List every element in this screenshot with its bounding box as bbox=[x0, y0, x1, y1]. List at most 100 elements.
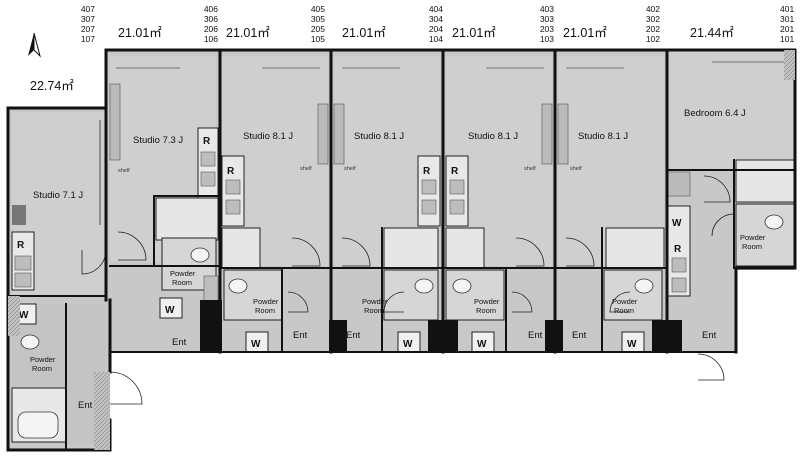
washer-symbol: W bbox=[251, 339, 261, 350]
unit-number: 104 bbox=[429, 34, 443, 44]
sink-icon bbox=[225, 199, 241, 215]
powder-room-label: Powder bbox=[253, 297, 279, 306]
shelf-label: shelf bbox=[118, 168, 130, 174]
column bbox=[784, 50, 795, 80]
column bbox=[329, 320, 347, 352]
entrance-label: Ent bbox=[78, 400, 93, 411]
stove-icon bbox=[225, 179, 241, 195]
entry-door-swing bbox=[697, 353, 725, 381]
bathroom bbox=[735, 159, 796, 203]
sink-icon bbox=[200, 171, 216, 187]
entrance-label: Ent bbox=[172, 337, 187, 348]
unit-number: 305 bbox=[311, 14, 325, 24]
shelf bbox=[317, 103, 329, 165]
stove-icon bbox=[449, 179, 465, 195]
unit-number: 307 bbox=[81, 14, 95, 24]
unit-number: 205 bbox=[311, 24, 325, 34]
powder-room-label: Room bbox=[255, 306, 275, 315]
stove-icon bbox=[200, 151, 216, 167]
powder-room-label: Powder bbox=[30, 355, 56, 364]
toilet-icon bbox=[634, 278, 654, 294]
shelf-label: shelf bbox=[524, 166, 536, 172]
unit-102: Powder Room shelf Studio 8.1 J W Ent bbox=[557, 56, 665, 353]
shelf-label: shelf bbox=[344, 166, 356, 172]
area-label-101: 21.44㎡ bbox=[690, 26, 734, 40]
door-swing bbox=[515, 237, 545, 267]
unit-number: 402 bbox=[646, 4, 660, 14]
door-swing bbox=[117, 231, 147, 261]
unit-number: 103 bbox=[540, 34, 554, 44]
columns bbox=[8, 50, 795, 450]
column bbox=[200, 300, 222, 352]
bathroom bbox=[221, 227, 261, 269]
toilet-icon bbox=[414, 278, 434, 294]
unit-number: 405 bbox=[311, 4, 325, 14]
sink-icon bbox=[421, 199, 437, 215]
unit-number: 101 bbox=[780, 34, 794, 44]
entrance-label: Ent bbox=[528, 330, 543, 341]
door-swing bbox=[287, 291, 309, 313]
shelf-label: shelf bbox=[300, 166, 312, 172]
unit-number: 106 bbox=[204, 34, 218, 44]
toilet-icon bbox=[764, 214, 784, 230]
closet bbox=[667, 171, 691, 197]
column bbox=[652, 320, 682, 352]
room-label-studio-104: Studio 8.1 J bbox=[354, 131, 404, 142]
door-swing bbox=[609, 291, 631, 313]
unit-number: 202 bbox=[646, 24, 660, 34]
sink-icon bbox=[671, 277, 687, 293]
door-swing bbox=[703, 175, 731, 203]
washer-symbol: W bbox=[477, 339, 487, 350]
powder-room-label: Room bbox=[614, 306, 634, 315]
room-label-studio-103: Studio 8.1 J bbox=[468, 131, 518, 142]
entry-door-swing bbox=[109, 371, 143, 405]
washer-space bbox=[159, 297, 183, 319]
unit-number: 201 bbox=[780, 24, 794, 34]
fridge-symbol: R bbox=[674, 244, 682, 255]
unit-107: W R Studio 7.1 J Powder Room Ent bbox=[11, 112, 143, 444]
room-label-studio-102: Studio 8.1 J bbox=[578, 131, 628, 142]
powder-room-label: Powder bbox=[740, 233, 766, 242]
powder-room bbox=[735, 203, 796, 267]
unit-104: Powder Room R shelf Studio 8.1 J W Ent bbox=[333, 56, 441, 353]
bathroom bbox=[383, 227, 439, 269]
area-label-102: 21.01㎡ bbox=[563, 26, 607, 40]
powder-room-label: Room bbox=[32, 364, 52, 373]
room-label-bedroom-101: Bedroom 6.4 J bbox=[684, 108, 746, 119]
unit-number: 306 bbox=[204, 14, 218, 24]
fridge-symbol: R bbox=[17, 240, 25, 251]
unit-number: 304 bbox=[429, 14, 443, 24]
bathroom bbox=[605, 227, 665, 269]
toilet-icon bbox=[190, 247, 210, 263]
fridge-symbol: R bbox=[451, 166, 459, 177]
unit-numbers-106: 406 306 206 106 bbox=[204, 4, 218, 44]
powder-room-label: Room bbox=[476, 306, 496, 315]
powder-room-label: Powder bbox=[170, 269, 196, 278]
unit-number: 204 bbox=[429, 24, 443, 34]
column bbox=[94, 372, 110, 450]
unit-number: 403 bbox=[540, 4, 554, 14]
bathroom bbox=[155, 197, 219, 241]
entrance-label: Ent bbox=[572, 330, 587, 341]
powder-room-label: Room bbox=[742, 242, 762, 251]
powder-room-label: Powder bbox=[474, 297, 500, 306]
unit-101: Powder Room W R Bedroom 6.4 J Ent bbox=[667, 50, 796, 381]
area-label-105: 21.01㎡ bbox=[226, 26, 270, 40]
room-label-studio-106: Studio 7.3 J bbox=[133, 135, 183, 146]
powder-room bbox=[445, 269, 505, 321]
area-label-103: 21.01㎡ bbox=[452, 26, 496, 40]
area-label-106: 21.01㎡ bbox=[118, 26, 162, 40]
unit-numbers-107: 407 307 207 107 bbox=[81, 4, 95, 44]
door-swing bbox=[711, 213, 735, 237]
unit-number: 203 bbox=[540, 24, 554, 34]
bathtub-icon bbox=[17, 411, 59, 439]
washer-symbol: W bbox=[672, 218, 682, 229]
door-swing bbox=[341, 237, 371, 267]
unit-number: 404 bbox=[429, 4, 443, 14]
powder-room-label: Powder bbox=[362, 297, 388, 306]
shelf bbox=[109, 83, 121, 161]
door-swing bbox=[511, 291, 533, 313]
sink-icon bbox=[14, 272, 32, 288]
column bbox=[545, 320, 563, 352]
